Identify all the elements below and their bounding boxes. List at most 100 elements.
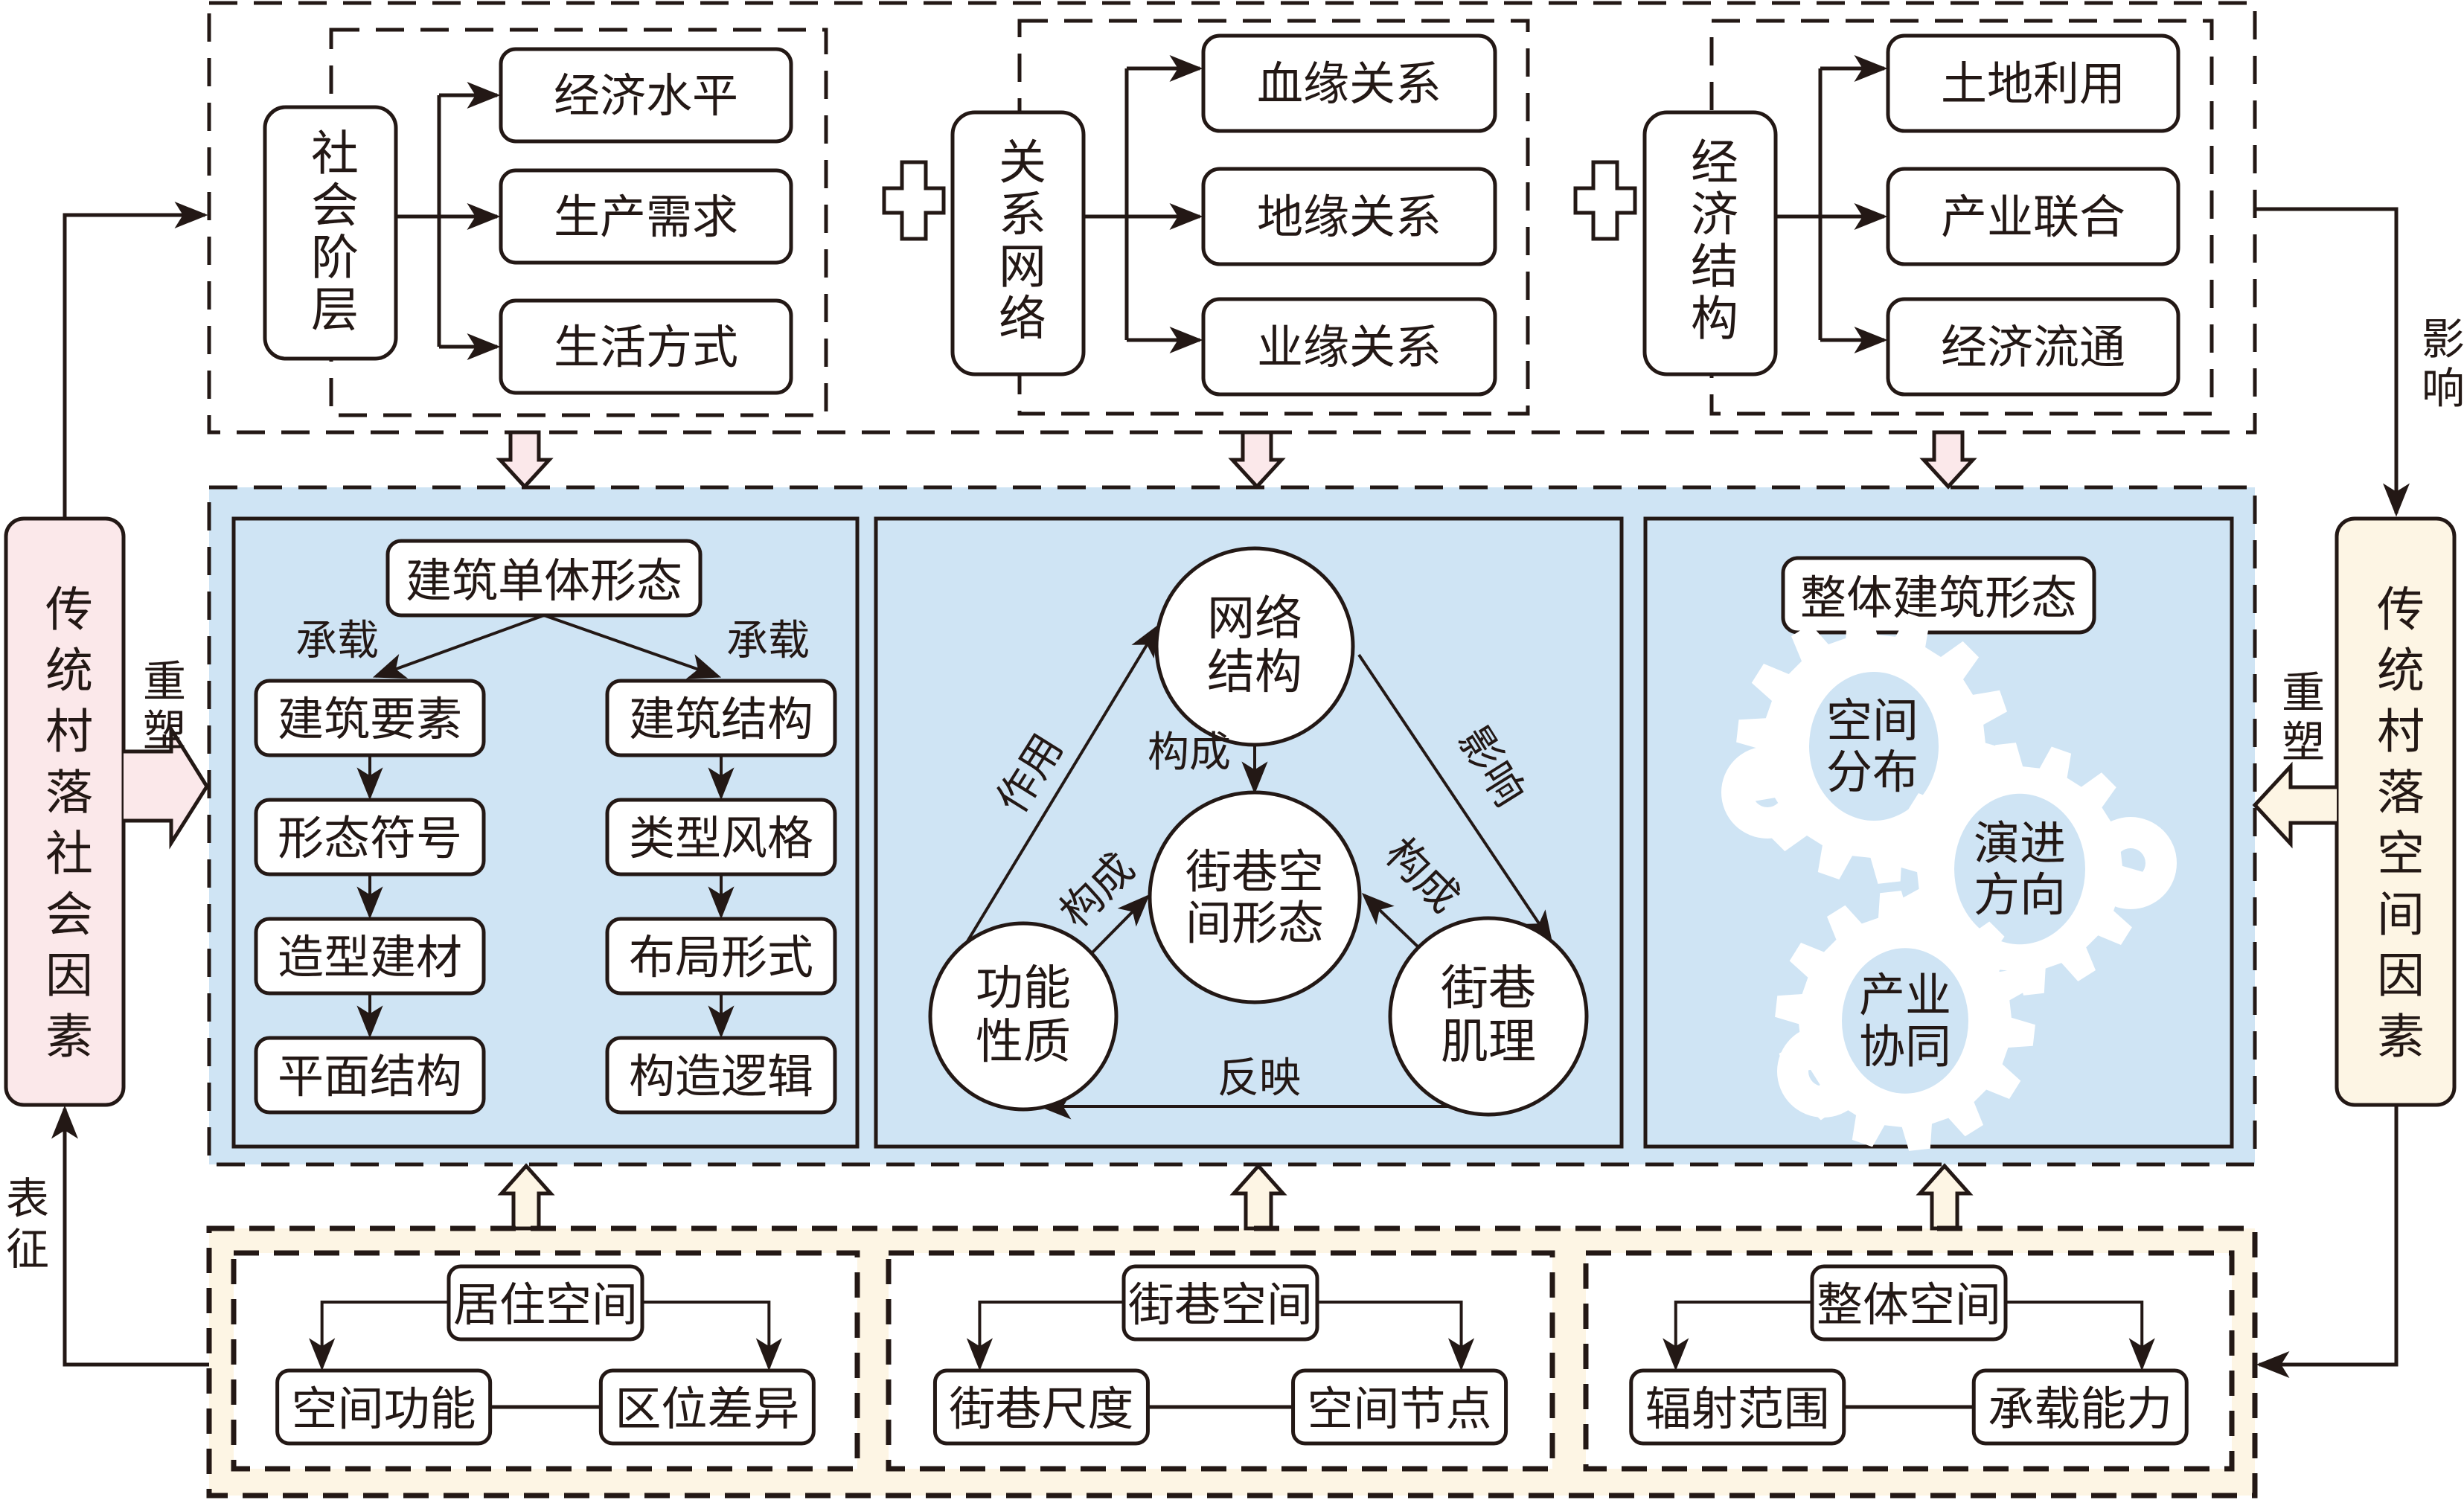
edge-function-to-center: [1089, 894, 1151, 955]
item-box: [499, 168, 793, 265]
connector-top-to-pillar: [2255, 207, 2410, 517]
bear-arrow-right: [543, 614, 722, 679]
item-box: [1886, 167, 2180, 266]
connector-bottom-to-pillar: [51, 1105, 209, 1367]
top-group-economic-structure: 经济结构 土地利用 产业联合 经济流通: [1642, 19, 2214, 416]
bottom-outer-dashed-frame: [206, 1225, 2258, 1499]
item-box: [1201, 33, 1497, 133]
branch-arrow-right: [1317, 1301, 1475, 1371]
item-occupational: 业缘关系: [1257, 320, 1441, 374]
panel-frame: [231, 516, 860, 1149]
chain-item: 布局形式: [629, 930, 813, 984]
gear-label-evolution-direction: 演进方向: [1973, 815, 2066, 922]
gear-label-spatial-distribution: 空间分布: [1825, 693, 1919, 799]
panel-title-text: 整体建筑形态: [1800, 571, 2077, 625]
top-group-relationship-network: 关系网络 血缘关系 地缘关系 业缘关系: [950, 19, 1530, 416]
item-box: [1886, 297, 2180, 397]
top-region: 社会阶层 经济水平 生产需求 生活方式 关系网络 血缘关系 地缘: [207, 1, 2257, 435]
child-label-right: 承载能力: [1988, 1382, 2172, 1436]
node-network-structure-circle: [1154, 546, 1355, 747]
edge-label-compose-top: 构成: [1148, 728, 1231, 777]
branch-arrow-right: [2006, 1301, 2155, 1371]
branch-connector: [396, 95, 441, 347]
branch-arrow-right: [642, 1301, 782, 1371]
branch-arrow-left: [309, 1301, 449, 1371]
right-pillar-spatial-factors: 传统村落空间因素 重塑 影响: [2252, 207, 2464, 1378]
item-production-demand: 生产需求: [554, 190, 738, 244]
reshape-label-right: 重塑: [2274, 670, 2325, 768]
chain-item: 建筑要素: [278, 692, 462, 746]
child-label-right: 区位差异: [615, 1382, 799, 1436]
chain-box: [605, 1036, 837, 1115]
chain-item: 形态符号: [278, 811, 462, 865]
bottom-groups: 居住空间空间功能区位差异街巷空间街巷尺度空间节点整体空间辐射范围承载能力: [231, 1250, 2235, 1472]
item-box: [499, 298, 793, 395]
gear-text-industry-synergy: 产业协同: [1859, 969, 1951, 1072]
group-dashed-frame: [886, 1250, 1555, 1472]
item-box: [1201, 297, 1497, 397]
down-hollow-arrow-left: [496, 430, 554, 490]
connector-pillar-to-top: [63, 202, 208, 519]
node-street-texture-circle: [1388, 916, 1589, 1117]
group-title-box: [1642, 110, 1778, 376]
node-function-nature: 功能性质: [976, 961, 1071, 1070]
group-title: 居住空间: [453, 1278, 638, 1332]
node-network-structure: 网络结构: [1207, 592, 1302, 700]
group-title-social-class: 社会阶层: [303, 128, 358, 336]
item-box: [1201, 167, 1497, 266]
gear-icon: [1775, 891, 2035, 1151]
group-title-box: [950, 110, 1086, 376]
gear-hub: [1809, 671, 1939, 821]
item-lifestyle: 生活方式: [554, 320, 738, 374]
chain-box: [254, 1036, 486, 1115]
item-box: [499, 47, 793, 144]
up-hollow-arrow-right: [1916, 1163, 1974, 1231]
gear-hub: [1954, 793, 2085, 945]
bear-arrow-left: [372, 614, 545, 679]
connector-pillar-to-bottom: [2256, 1105, 2399, 1378]
branch-connector: [1776, 68, 1823, 340]
branch-arrow-left: [1663, 1301, 1812, 1371]
item-economic-level: 经济水平: [554, 68, 738, 123]
pillar-label-spatial-factors: 传统村落空间因素: [2369, 584, 2424, 1072]
plus-icon: [882, 160, 946, 241]
branch-arrow-left: [966, 1301, 1124, 1371]
child-label-left: 街巷尺度: [949, 1382, 1133, 1436]
item-economic-circulation: 经济流通: [1941, 320, 2125, 374]
edge-label-reflect: 反映: [1217, 1054, 1301, 1103]
bear-label-right: 承载: [726, 617, 810, 665]
panel-title-text: 建筑单体形态: [406, 554, 682, 608]
node-label-network-structure: 网络结构: [1207, 592, 1302, 700]
group-dashed-frame: [231, 1250, 860, 1472]
plus-icon: [1573, 160, 1637, 241]
node-street-texture: 街巷肌理: [1441, 962, 1536, 1069]
chain-item: 建筑结构: [629, 692, 813, 746]
top-outer-dashed-frame: [207, 1, 2257, 435]
node-label-street-space-form: 街巷空间形态: [1185, 844, 1324, 950]
item-geographic: 地缘关系: [1257, 190, 1441, 244]
panel-frame: [874, 516, 1624, 1149]
pillar-label-social-factors: 传统村落社会因素: [37, 584, 92, 1072]
child-label-right: 空间节点: [1308, 1382, 1492, 1436]
group-title-box: [263, 105, 398, 361]
bottom-group: 整体空间辐射范围承载能力: [1583, 1250, 2235, 1472]
group-dashed-frame: [1583, 1250, 2235, 1472]
panel-frame: [1643, 516, 2234, 1149]
item-box: [1886, 33, 2180, 133]
edge-function-to-network: [964, 624, 1160, 946]
node-label-function-nature: 功能性质: [976, 961, 1071, 1070]
group-title-relationship-network: 关系网络: [991, 137, 1046, 345]
item-industry-union: 产业联合: [1941, 190, 2125, 244]
chain-item: 类型风格: [629, 811, 813, 865]
bear-label-left: 承载: [295, 617, 379, 665]
influence-label: 影响: [2414, 316, 2464, 414]
gear-text-spatial-distribution: 空间分布: [1825, 693, 1919, 799]
down-hollow-arrow-right: [1919, 430, 1977, 490]
group-title: 街巷空间: [1128, 1278, 1313, 1332]
left-pillar-social-factors: 传统村落社会因素 重塑 表征: [0, 202, 209, 1367]
